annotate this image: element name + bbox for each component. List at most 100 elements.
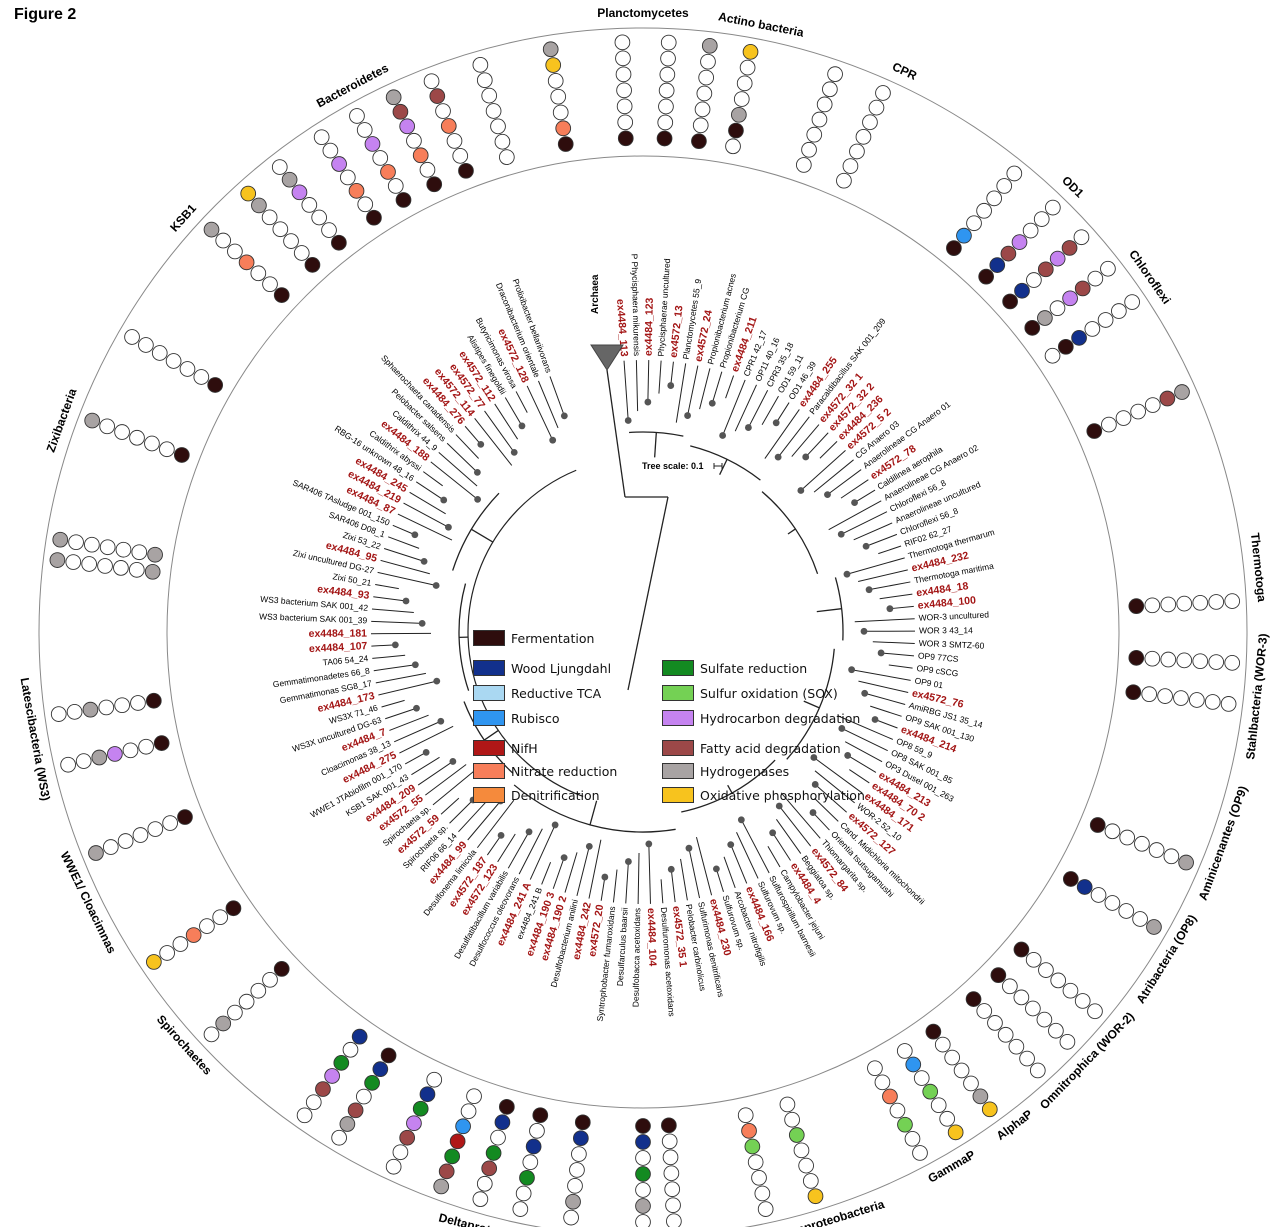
profile-circle-absent — [512, 1201, 529, 1217]
leaf-branch — [474, 418, 513, 466]
legend-item-hcd: Hydrocarbon degradation — [662, 710, 860, 726]
leaf-branch — [734, 384, 757, 432]
profile-circle-hyd — [635, 1198, 651, 1214]
legend-swatch-wl — [473, 660, 505, 676]
profile-circle-hyd — [82, 701, 99, 718]
leaf-branch — [392, 524, 416, 536]
leaf-branch — [775, 402, 790, 424]
profile-circle-absent — [635, 1150, 651, 1166]
profile-circle-sulfred — [485, 1145, 502, 1161]
leaf-branch — [874, 719, 898, 729]
profile-circle-absent — [896, 1043, 913, 1059]
leaf-branch — [812, 812, 830, 831]
profile-circle-nitr — [440, 118, 457, 134]
profile-circle-absent — [1022, 222, 1039, 239]
profile-circle-absent — [1050, 972, 1067, 989]
leaf-branch — [846, 557, 905, 575]
legend-label-rub: Rubisco — [511, 710, 560, 726]
bootstrap-node — [797, 487, 805, 494]
profile-circle-absent — [997, 1026, 1014, 1043]
leaf-branch — [800, 450, 846, 491]
bootstrap-node — [877, 649, 885, 657]
profile-circle-absent — [1087, 270, 1104, 287]
leaf-branch — [778, 805, 812, 847]
bootstrap-node — [667, 865, 675, 873]
profile-circle-absent — [271, 159, 288, 175]
profile-circle-fad — [429, 88, 446, 104]
legend-swatch-denit — [473, 787, 505, 803]
bootstrap-node — [886, 605, 894, 613]
profile-circle-ferm — [331, 234, 347, 251]
profile-circle-absent — [822, 81, 838, 98]
profile-circle-wl — [372, 1061, 389, 1078]
profile-circle-absent — [1160, 596, 1177, 613]
profile-circle-hyd — [385, 89, 402, 106]
profile-circle-absent — [939, 1110, 956, 1127]
leaf-label-op9-77cs: OP9 77CS — [918, 650, 960, 664]
archaea-label: Archaea — [590, 274, 601, 314]
leaf-branch — [623, 360, 629, 421]
profile-circle-ferm — [1024, 320, 1041, 336]
leaf-branch — [767, 845, 781, 868]
leaf-label-ta06-54-24: TA06 54_24 — [322, 653, 369, 667]
profile-circle-sox — [744, 1138, 761, 1155]
profile-circle-absent — [84, 536, 100, 553]
profile-circle-hyd — [84, 412, 101, 429]
leaf-branch — [736, 832, 759, 879]
bootstrap-node — [625, 858, 632, 865]
profile-circle-absent — [1208, 654, 1225, 670]
leaf-branch — [425, 764, 467, 796]
legend-label-sox: Sulfur oxidation (SOX) — [700, 685, 838, 701]
bootstrap-node — [865, 586, 873, 594]
profile-circle-absent — [130, 695, 146, 711]
profile-circle-absent — [355, 1088, 372, 1105]
profile-circle-absent — [757, 1201, 774, 1217]
bootstrap-node — [802, 453, 810, 461]
bootstrap-node — [769, 829, 777, 837]
profile-circle-absent — [113, 560, 129, 576]
profile-circle-absent — [98, 699, 115, 716]
profile-circle-oxp — [981, 1101, 998, 1118]
profile-circle-absent — [321, 222, 337, 238]
profile-circle-absent — [874, 1074, 891, 1091]
legend-swatch-hcd — [662, 710, 694, 726]
profile-circle-absent — [1119, 829, 1136, 846]
profile-circle-absent — [131, 544, 148, 561]
profile-circle-hyd — [203, 221, 220, 238]
leaf-label-ex4484-104: ex4484_104 — [645, 908, 659, 967]
profile-circle-absent — [435, 103, 451, 119]
profile-circle-absent — [795, 157, 812, 173]
bootstrap-node — [843, 570, 851, 578]
profile-circle-absent — [81, 556, 98, 572]
profile-circle-absent — [227, 1004, 243, 1021]
profile-circle-absent — [1118, 903, 1135, 919]
leaf-branch — [375, 583, 399, 590]
profile-circle-absent — [1013, 989, 1030, 1006]
profile-circle-oxp — [947, 1124, 964, 1141]
profile-circle-oxp — [146, 954, 162, 970]
profile-circle-absent — [1036, 1011, 1053, 1028]
leaf-branch — [872, 641, 915, 645]
clade-stem — [816, 608, 842, 613]
leaf-branch — [814, 770, 855, 804]
profile-circle-absent — [1101, 416, 1117, 433]
leaf-branch — [849, 769, 870, 784]
profile-circle-wl — [1014, 282, 1030, 299]
profile-circle-nitr — [380, 164, 396, 180]
leaf-branch — [393, 720, 442, 743]
legend-swatch-rub — [473, 710, 505, 726]
profile-circle-absent — [976, 1003, 993, 1019]
profile-circle-absent — [806, 126, 823, 143]
profile-circle-sulfred — [444, 1148, 461, 1165]
profile-circle-ferm — [978, 268, 995, 285]
profile-circle-absent — [1111, 303, 1127, 319]
leaf-branch — [440, 797, 460, 815]
profile-circle-absent — [793, 1142, 810, 1159]
leaf-label-ex4484-123: ex4484_123 — [643, 297, 656, 356]
profile-circle-sulfred — [364, 1075, 380, 1091]
profile-circle-absent — [747, 1154, 764, 1171]
bootstrap-node — [477, 441, 485, 448]
profile-circle-absent — [660, 50, 676, 67]
legend-swatch-nitr — [473, 763, 505, 779]
profile-circle-sox — [922, 1083, 939, 1100]
